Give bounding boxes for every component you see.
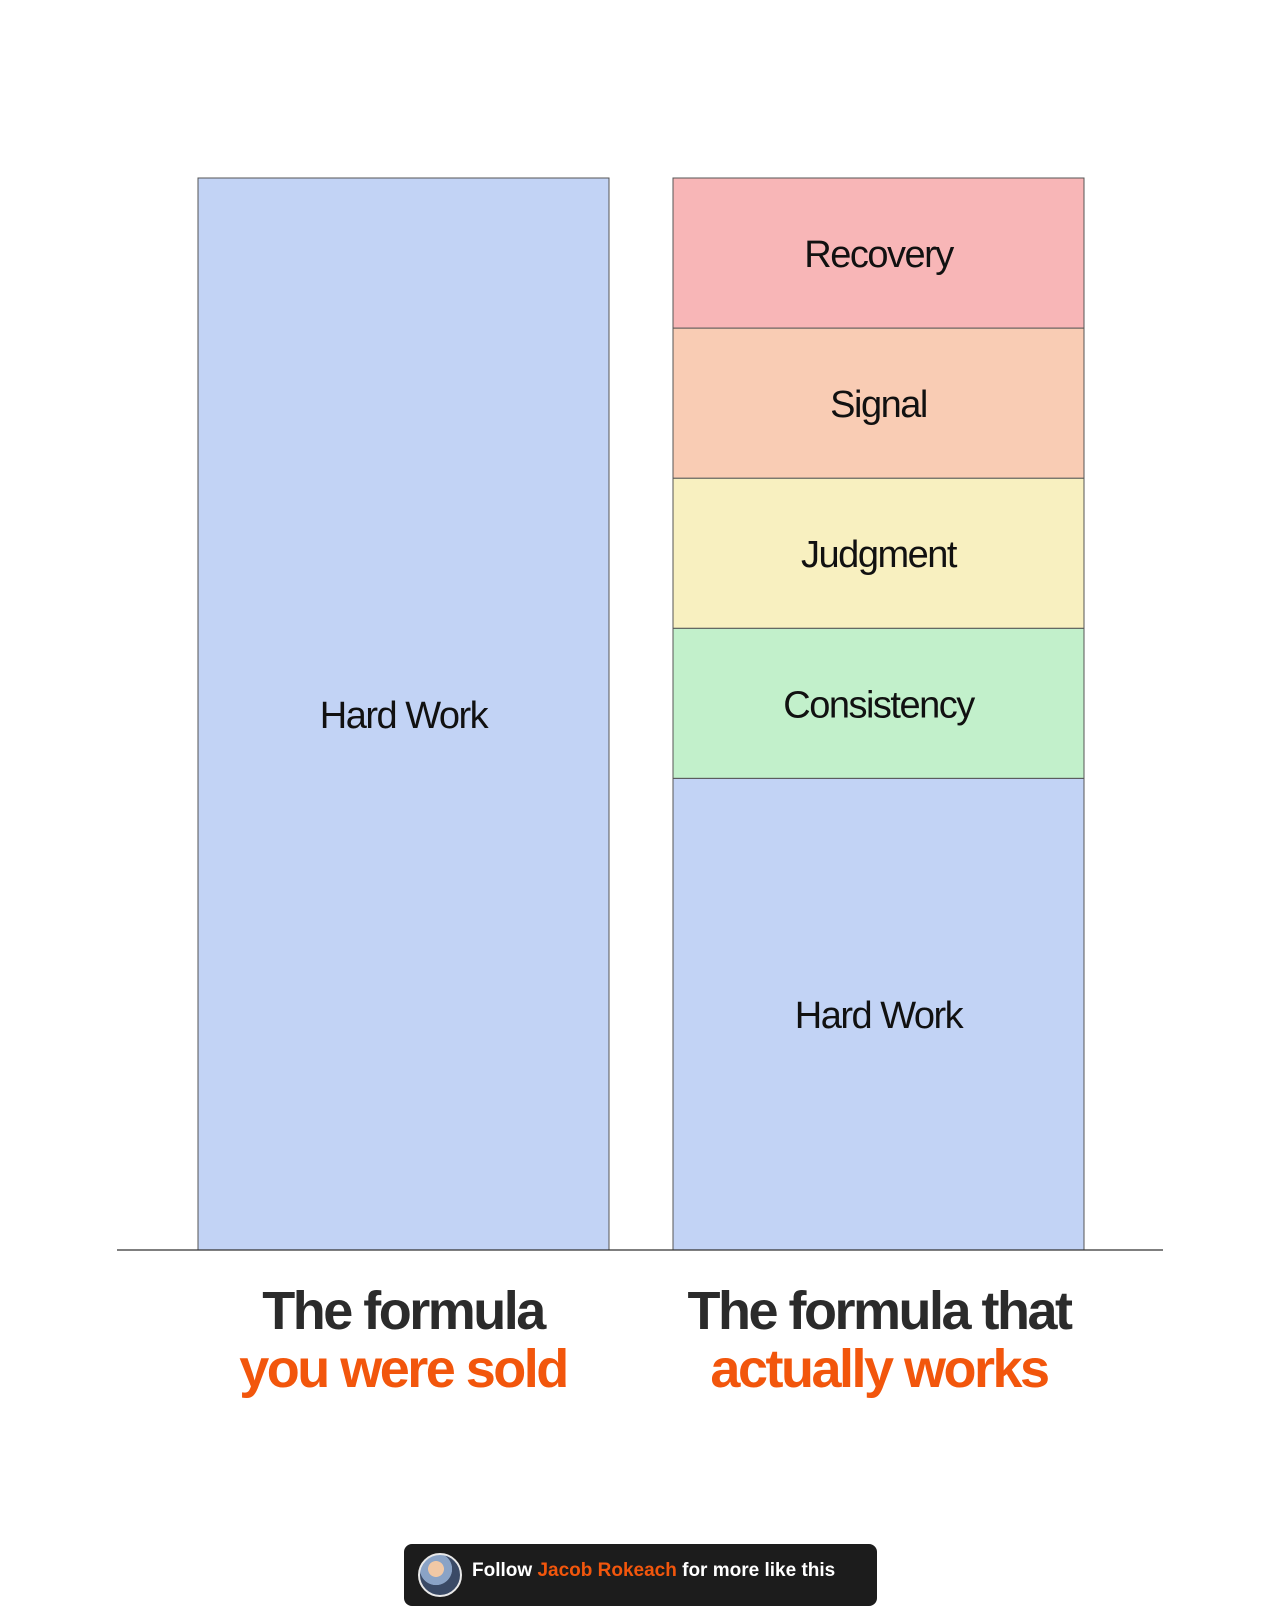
avatar (418, 1553, 462, 1597)
bar-2-label-recovery: Recovery (804, 234, 954, 276)
bar-2-label-consistency: Consistency (783, 684, 975, 726)
follow-prefix: Follow (472, 1560, 538, 1581)
caption-right-line1: The formula that (687, 1281, 1073, 1341)
caption-right-line2: actually works (710, 1339, 1050, 1399)
caption-left-line2: you were sold (239, 1339, 569, 1399)
caption-formula-sold: The formula you were sold (143, 1282, 663, 1398)
follow-suffix: for more like this (676, 1560, 836, 1581)
bar-2-label-hard-work: Hard Work (795, 995, 965, 1037)
follow-author-name[interactable]: Jacob Rokeach (537, 1560, 677, 1581)
bar-2-segment-judgment (672, 477, 1085, 629)
caption-formula-works: The formula that actually works (619, 1282, 1139, 1398)
caption-left-line1: The formula (262, 1281, 546, 1341)
bar-2-segment-hard-work (672, 777, 1085, 1251)
bar-2-segment-signal (672, 327, 1085, 479)
bar-2-label-judgment: Judgment (801, 534, 958, 576)
follow-banner[interactable]: Follow Jacob Rokeach for more like this (404, 1544, 877, 1606)
bar-1-segment-hard-work (197, 177, 610, 1251)
bar-1-label-hard-work: Hard Work (320, 695, 490, 737)
bar-2-label-signal: Signal (830, 384, 927, 426)
follow-text: Follow Jacob Rokeach for more like this (472, 1560, 835, 1582)
bar-2-segment-recovery (672, 177, 1085, 329)
